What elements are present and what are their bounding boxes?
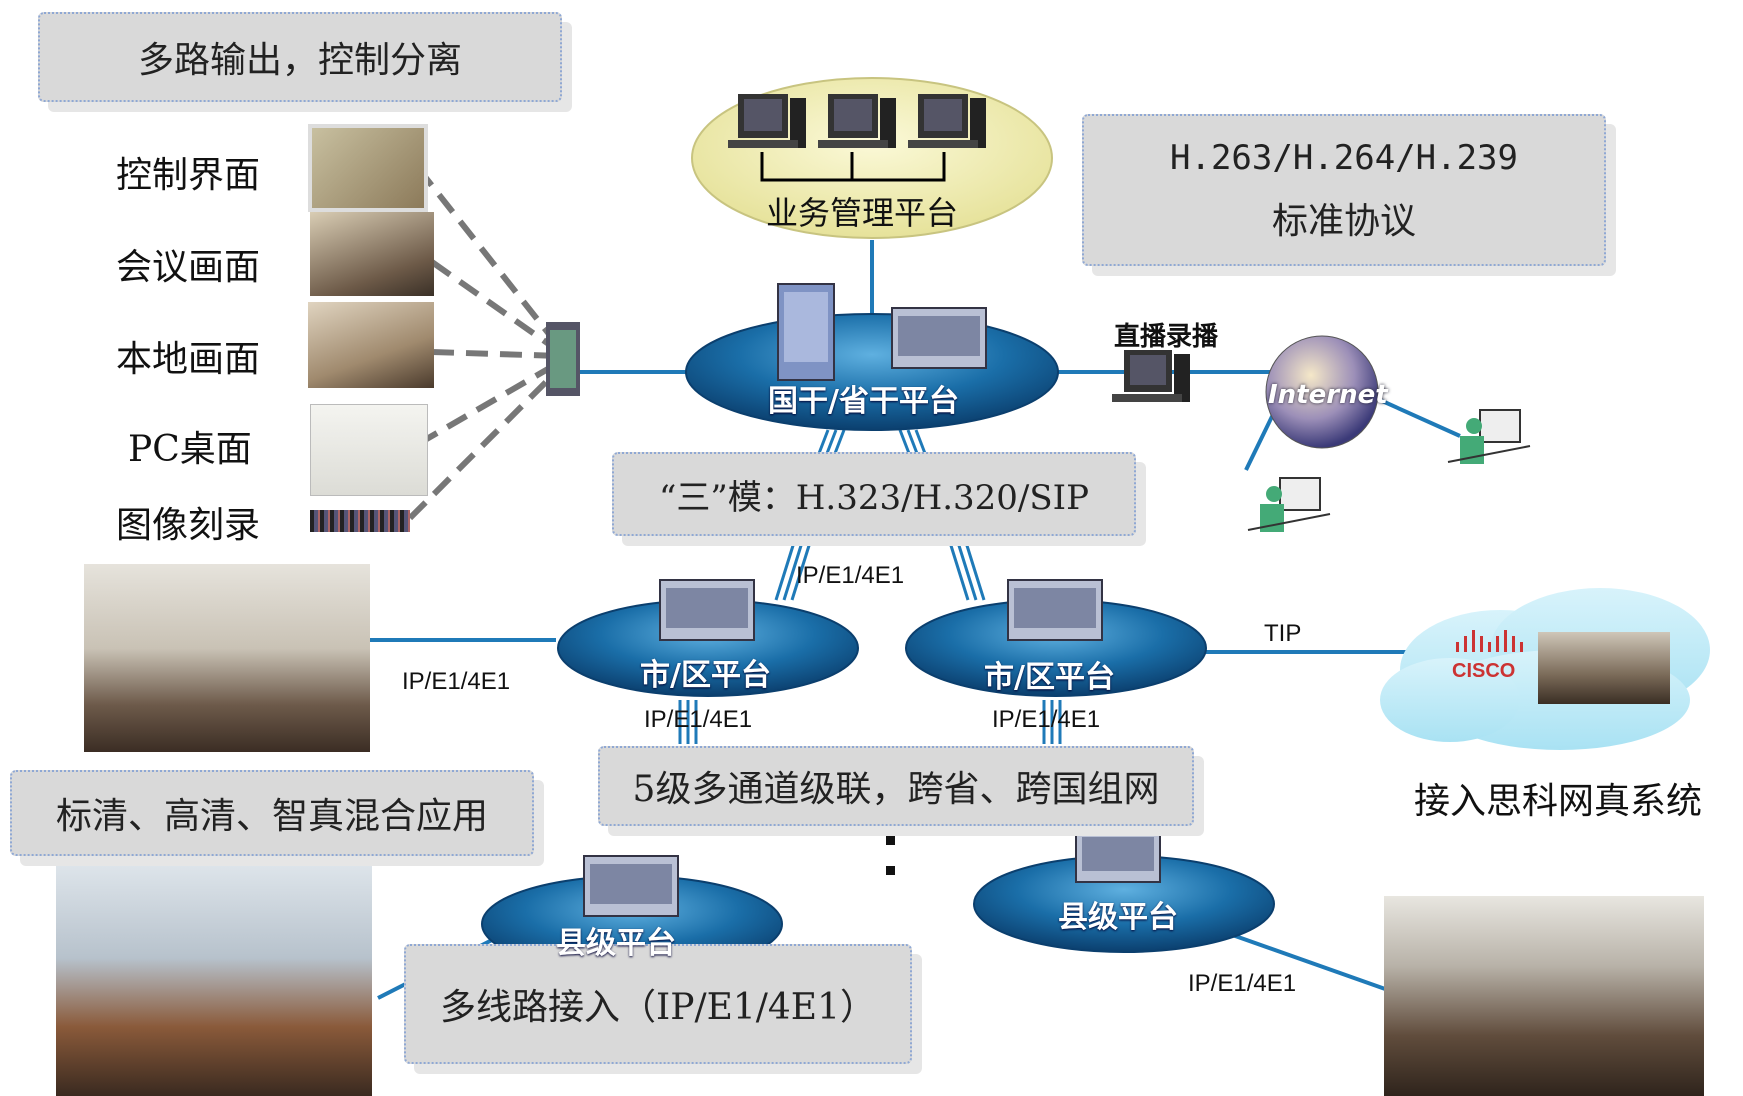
cisco-room-photo: [1538, 632, 1670, 704]
cisco-logo-icon: [1456, 630, 1523, 652]
link-label-ip-city2: IP/E1/4E1: [992, 706, 1101, 733]
hd-room-photo: [56, 866, 372, 1096]
callout-protocols: H.263/H.264/H.239 标准协议: [1082, 114, 1606, 266]
control-ui-thumbnail: [308, 124, 428, 212]
live-record-label: 直播录播: [1114, 322, 1219, 352]
internet-logo-text: Internet: [1268, 380, 1388, 410]
mcu-chassis-icon: [777, 283, 835, 381]
link-label-ip-city1: IP/E1/4E1: [644, 706, 753, 733]
callout-tri-mode: “三”模：H.323/H.320/SIP: [612, 452, 1136, 536]
label-local-view: 本地画面: [116, 339, 261, 380]
pc-icon: [728, 94, 806, 148]
label-meeting-view: 会议画面: [116, 247, 261, 288]
local-view-photo: [308, 302, 434, 388]
protocols-line2: 标准协议: [1271, 201, 1416, 242]
remote-user-icon: [1247, 477, 1331, 532]
mcu-device-icon: [1007, 579, 1103, 641]
mcu-device-icon: [1075, 829, 1161, 883]
callout-cascade: 5级多通道级联，跨省、跨国组网: [598, 746, 1194, 826]
label-control-ui: 控制界面: [116, 155, 261, 196]
link-label-tip: TIP: [1264, 620, 1302, 647]
link-label-ip-top: IP/E1/4E1: [796, 562, 905, 589]
internet-globe-icon: [1265, 335, 1379, 449]
pc-desktop-thumbnail: [310, 404, 428, 496]
ellipsis-dot: [886, 866, 895, 875]
cisco-caption: 接入思科网真系统: [1414, 781, 1703, 822]
telepresence-photo-left: [84, 564, 370, 752]
mcu-device-icon: [891, 307, 987, 369]
trunk-links: [678, 429, 1062, 744]
city-platform-label-1: 市/区平台: [640, 658, 771, 693]
switch-hub-icon: [546, 322, 580, 396]
protocols-line1: H.263/H.264/H.239: [1170, 138, 1518, 178]
county-platform-label-1: 县级平台: [556, 926, 676, 961]
national-platform-label: 国干/省干平台: [768, 384, 959, 419]
label-pc-desktop: PC桌面: [128, 429, 252, 470]
label-recording: 图像刻录: [116, 505, 261, 546]
city-platform-label-2: 市/区平台: [984, 660, 1115, 695]
mcu-device-icon: [659, 579, 755, 641]
link-label-ip-county: IP/E1/4E1: [1188, 970, 1297, 997]
live-record-pc-icon: [1112, 350, 1190, 402]
county-room-photo: [1384, 896, 1704, 1096]
recording-thumbnail: [310, 510, 410, 532]
mgmt-platform-label: 业务管理平台: [766, 194, 959, 232]
callout-multi-line: 多线路接入（IP/E1/4E1）: [404, 944, 912, 1064]
remote-user-icon: [1447, 409, 1531, 464]
callout-mixed-app: 标清、高清、智真混合应用: [10, 770, 534, 856]
meeting-view-photo: [310, 212, 434, 296]
callout-multi-output: 多路输出，控制分离: [38, 12, 562, 102]
solid-links: [370, 240, 1461, 1000]
county-platform-label-2: 县级平台: [1058, 900, 1178, 935]
ellipsis-dot: [886, 836, 895, 845]
pc-icon: [908, 94, 986, 148]
link-label-ip-left: IP/E1/4E1: [402, 668, 511, 695]
pc-icon: [818, 94, 896, 148]
cisco-logo-text: CISCO: [1452, 660, 1516, 682]
mcu-device-icon: [583, 855, 679, 917]
dashed-links: [407, 166, 563, 521]
